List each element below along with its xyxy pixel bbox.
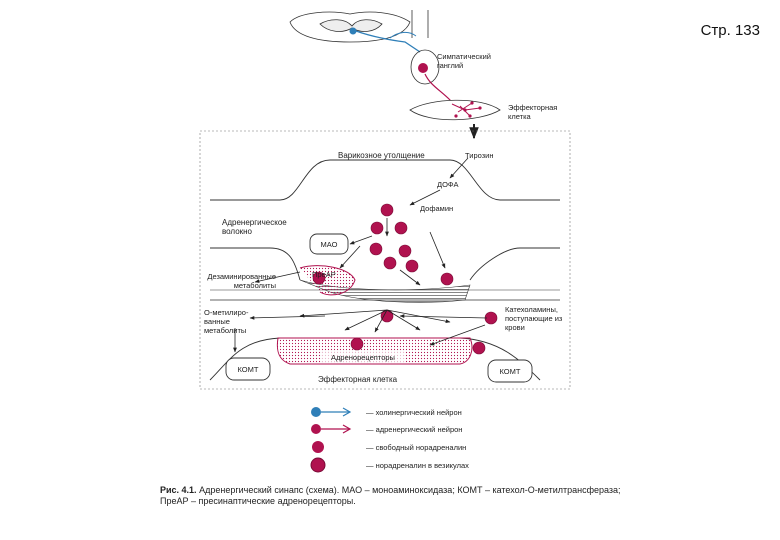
figure-caption: Рис. 4.1. Адренергический синапс (схема)… (160, 485, 630, 507)
label-varicose: Варикозное утолщение (338, 151, 425, 160)
label-dopamine: Дофамин (420, 204, 454, 213)
noradrenaline-vesicles (312, 203, 498, 355)
label-sympathetic-ganglion: Симпатический ганглий (437, 52, 491, 70)
label-catecholamines: Катехоламины, поступающие из крови (505, 305, 563, 332)
ganglion-neuron (418, 63, 428, 73)
spinal-cord (289, 10, 429, 43)
label-adrenergic-fiber: Адренергическое волокно (222, 218, 287, 236)
label-pre-ar: ПреАР (312, 270, 336, 279)
page-number: Стр. 133 (700, 22, 760, 39)
legend-vesicle-icon (310, 457, 326, 473)
label-effector-cell: Эффекторная клетка (318, 375, 398, 384)
legend-cholinergic-icon (311, 407, 321, 417)
label-adrenoreceptors: Адренорецепторы (331, 353, 395, 362)
caption-title: Рис. 4.1. (160, 485, 197, 495)
caption-text: Адренергический синапс (схема). МАО – мо… (160, 485, 621, 506)
legend-item-adrenergic: — адренергический нейрон (366, 425, 463, 434)
label-dopa: ДОФА (437, 180, 459, 189)
cholinergic-neuron-body (349, 27, 357, 35)
label-deaminated: Дезаминированные метаболиты (207, 272, 276, 290)
legend-symbols (310, 407, 352, 473)
label-comt-right: КОМТ (499, 367, 521, 376)
label-tyrosine: Тирозин (465, 151, 494, 160)
legend-item-vesicle-noradrenaline: — норадреналин в везикулах (366, 461, 469, 470)
label-o-methylated: О-метилиро- ванные метаболиты (204, 308, 249, 335)
legend-item-free-noradrenaline: — свободный норадреналин (366, 443, 467, 452)
label-effector-cell-top: Эффекторная клетка (508, 103, 558, 121)
legend-item-cholinergic: — холинергический нейрон (366, 408, 462, 417)
label-mao: МАО (320, 240, 338, 249)
legend-adrenergic-icon (311, 424, 321, 434)
legend-free-noradrenaline-icon (312, 441, 324, 453)
label-comt-left: КОМТ (237, 365, 259, 374)
